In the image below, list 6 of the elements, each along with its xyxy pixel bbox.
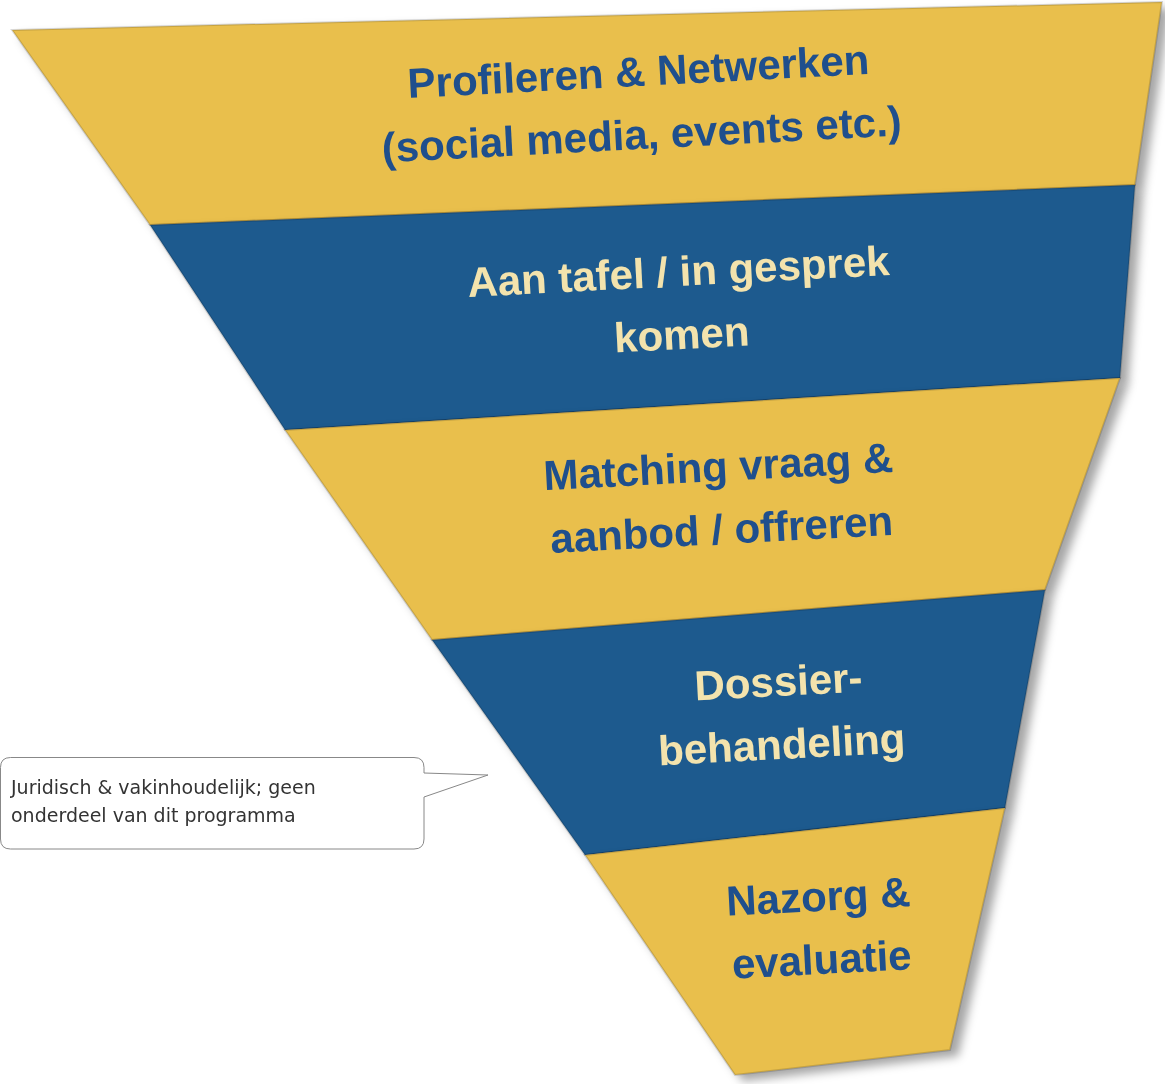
stage-label: Aan tafel / in gesprek komen — [465, 236, 892, 364]
stage-label: Matching vraag & aanbod / offreren — [541, 432, 896, 564]
stage-label: Dossier- behandeling — [655, 652, 908, 777]
callout-text: Juridisch & vakinhoudelijk; geen onderdeel van dit programma — [11, 775, 317, 828]
stage-label: Nazorg & evaluatie — [724, 867, 914, 990]
stage-label: Profileren & Netwerken (social media, events etc.) — [379, 35, 904, 174]
